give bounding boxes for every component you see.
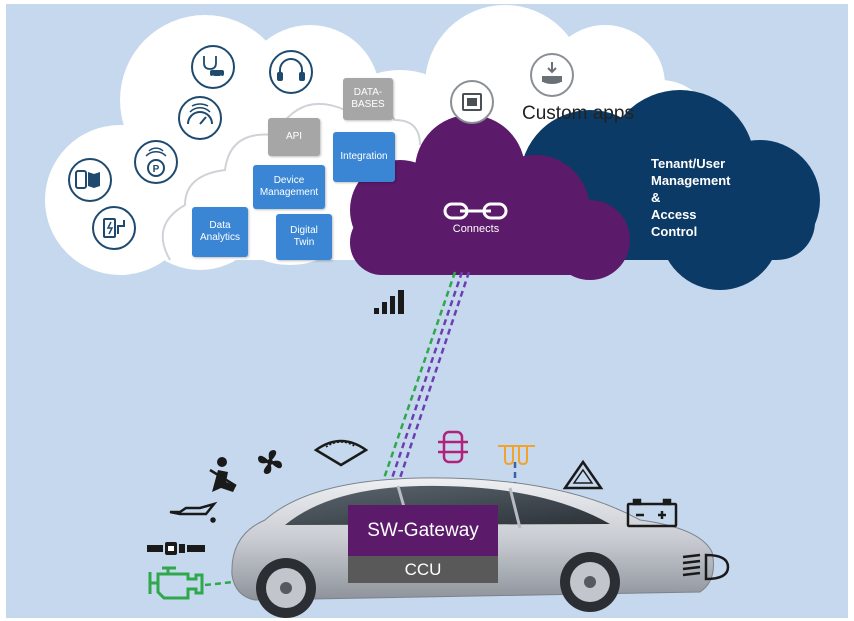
headset-icon — [269, 50, 313, 94]
wiper-icon — [313, 439, 369, 467]
api-box[interactable]: API — [268, 118, 320, 156]
sw-gateway-label: SW-Gateway — [367, 519, 479, 541]
fan-icon — [258, 450, 282, 474]
custom-apps-label: Custom apps — [522, 103, 634, 124]
database-icon — [530, 53, 574, 97]
tenant-management-label: Tenant/User Management & Access Control — [651, 156, 731, 239]
ccu-box[interactable]: CCU — [348, 556, 498, 583]
parking-icon: P — [134, 140, 178, 184]
speedometer-icon — [178, 96, 222, 140]
integration-box[interactable]: Integration — [333, 132, 395, 182]
connects-logo-icon — [443, 202, 508, 220]
map-music-icon — [68, 158, 112, 202]
device-management-box[interactable]: Device Management — [253, 165, 325, 209]
digital-twin-box[interactable]: Digital Twin — [276, 214, 332, 260]
stethoscope-car-icon — [191, 45, 235, 89]
connects-label: Connects — [452, 223, 500, 235]
oil-can-icon — [169, 501, 218, 523]
signal-bars-icon — [374, 290, 404, 314]
headlight-icon — [682, 553, 730, 581]
seatbelt-person-icon — [209, 457, 237, 492]
databases-box[interactable]: DATA- BASES — [343, 78, 393, 120]
battery-icon — [626, 498, 678, 528]
charging-icon — [92, 206, 136, 250]
data-analytics-box[interactable]: Data Analytics — [192, 207, 248, 257]
purple-cloud — [350, 115, 630, 280]
svg-text:P: P — [153, 164, 160, 175]
airbag-icon — [438, 430, 468, 464]
hazard-icon — [562, 459, 604, 490]
belt-buckle-icon — [147, 542, 205, 555]
chip-icon — [450, 80, 494, 124]
glowplug-icon — [498, 445, 535, 466]
sw-gateway-box[interactable]: SW-Gateway — [348, 505, 498, 556]
engine-icon — [148, 566, 204, 600]
ccu-label: CCU — [404, 559, 442, 579]
